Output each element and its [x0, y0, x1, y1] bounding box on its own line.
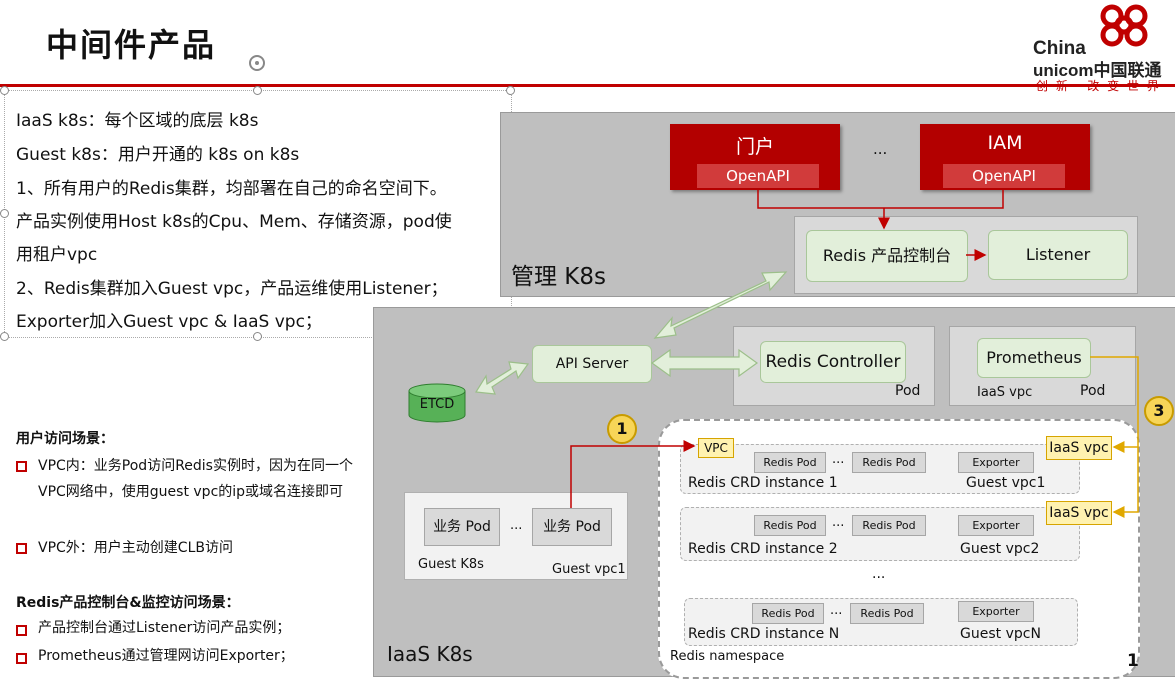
iaas-vpc-tag: IaaS vpc [1046, 501, 1112, 525]
intro-line: IaaS k8s：每个区域的底层 k8s [16, 111, 259, 131]
header-divider [0, 84, 1175, 87]
intro-line: 产品实例使用Host k8s的Cpu、Mem、存储资源，pod使 [16, 212, 452, 232]
iam-openapi: OpenAPI [943, 164, 1065, 188]
redis-controller-box: Redis Controller [760, 341, 906, 383]
instance-dots: ... [872, 566, 886, 582]
api-to-etcd-arrow [474, 361, 530, 395]
bullet-square-icon [16, 539, 27, 558]
user-scenario-item: VPC内：业务Pod访问Redis实例时，因为在同一个VPC网络中，使用gues… [38, 458, 353, 500]
portal-openapi: OpenAPI [697, 164, 819, 188]
console-scenario-heading: Redis产品控制台&监控访问场景： [16, 595, 240, 611]
pod-label: Pod [1080, 383, 1106, 399]
prometheus-to-exporter-connector [1090, 356, 1139, 453]
page-number: 1 [1127, 651, 1139, 671]
redis-pod: Redis Pod [752, 603, 824, 624]
bullet-square-icon [16, 457, 27, 476]
business-pod: 业务 Pod [424, 508, 500, 546]
user-scenario-item: VPC外：用户主动创建CLB访问 [38, 540, 233, 556]
vpc-tag: VPC [698, 438, 734, 458]
intro-line: Guest k8s：用户开通的 k8s on k8s [16, 145, 300, 165]
step-badge-3: 3 [1144, 396, 1174, 426]
resize-handle[interactable] [253, 86, 262, 95]
instance-vpc: Guest vpc2 [960, 541, 1040, 557]
redis-pod: Redis Pod [850, 603, 924, 624]
redis-console-box: Redis 产品控制台 [806, 230, 968, 282]
api-to-console-arrow [653, 271, 788, 339]
pod-dots: ... [832, 515, 845, 530]
guest-ellipsis: ... [510, 518, 523, 533]
redis-namespace-label: Redis namespace [670, 649, 785, 664]
pod-dots: ... [832, 452, 845, 467]
listener-box: Listener [988, 230, 1128, 280]
instance-name: Redis CRD instance 1 [688, 475, 838, 491]
redis-pod: Redis Pod [754, 515, 826, 536]
bullet-square-icon [16, 649, 27, 668]
logo-text-unicom: unicom中国联通 [1033, 61, 1162, 80]
resize-handle[interactable] [0, 332, 9, 341]
redis-pod: Redis Pod [754, 452, 826, 473]
iaas-vpc-tag: IaaS vpc [1046, 436, 1112, 460]
resize-handle[interactable] [0, 86, 9, 95]
resize-handle[interactable] [253, 332, 262, 341]
instance-vpc: Guest vpcN [960, 626, 1041, 642]
prometheus-box: Prometheus [977, 338, 1091, 378]
console-scenario-item: 产品控制台通过Listener访问产品实例； [38, 620, 291, 636]
business-pod-to-vpc-connector [570, 440, 696, 508]
resize-handle[interactable] [0, 209, 9, 218]
etcd-label: ETCD [419, 397, 455, 412]
instance-vpc: Guest vpc1 [966, 475, 1046, 491]
user-scenario-heading: 用户访问场景： [16, 431, 114, 447]
instance-name: Redis CRD instance N [688, 626, 840, 642]
openapi-to-console-connector [757, 190, 1004, 209]
exporter-box: Exporter [958, 515, 1034, 536]
pod-label: Pod [895, 383, 921, 399]
etcd-cylinder-icon [407, 383, 467, 423]
iaas-k8s-label: IaaS K8s [387, 642, 473, 666]
step-badge-1: 1 [607, 414, 637, 444]
bullet-square-icon [16, 621, 27, 640]
intro-line: 用租户vpc [16, 245, 98, 265]
portal-iam-ellipsis: ... [873, 140, 888, 158]
prometheus-iaas-vpc-label: IaaS vpc [977, 385, 1033, 400]
pod-dots: ... [830, 603, 843, 618]
business-pod: 业务 Pod [532, 508, 612, 546]
console-scenario-item: Prometheus通过管理网访问Exporter； [38, 648, 294, 664]
prometheus-to-exporter-connector [1112, 447, 1139, 518]
api-to-controller-arrow [650, 348, 759, 378]
exporter-box: Exporter [958, 452, 1034, 473]
page-title: 中间件产品 [46, 26, 217, 64]
redis-pod: Redis Pod [852, 515, 926, 536]
portal-label: 门户 [735, 136, 774, 158]
resize-handle[interactable] [506, 86, 515, 95]
intro-line: Exporter加入Guest vpc & IaaS vpc； [16, 312, 322, 332]
unicom-logo-icon [1090, 2, 1160, 48]
api-server-box: API Server [532, 345, 652, 383]
intro-line: 2、Redis集群加入Guest vpc，产品运维使用Listener； [16, 279, 448, 299]
guest-k8s-label: Guest K8s [418, 557, 484, 572]
logo-text-china: China [1033, 38, 1086, 59]
management-k8s-label: 管理 K8s [511, 264, 607, 290]
guest-vpc1-label: Guest vpc1 [552, 562, 626, 577]
exporter-box: Exporter [958, 601, 1034, 622]
logo-slogan: 创 新 · 改 变 世 界 [1036, 79, 1161, 93]
instance-name: Redis CRD instance 2 [688, 541, 838, 557]
intro-line: 1、所有用户的Redis集群，均部署在自己的命名空间下。 [16, 179, 447, 199]
redis-pod: Redis Pod [852, 452, 926, 473]
iam-label: IAM [987, 132, 1023, 154]
rotate-handle-icon[interactable] [247, 53, 267, 73]
